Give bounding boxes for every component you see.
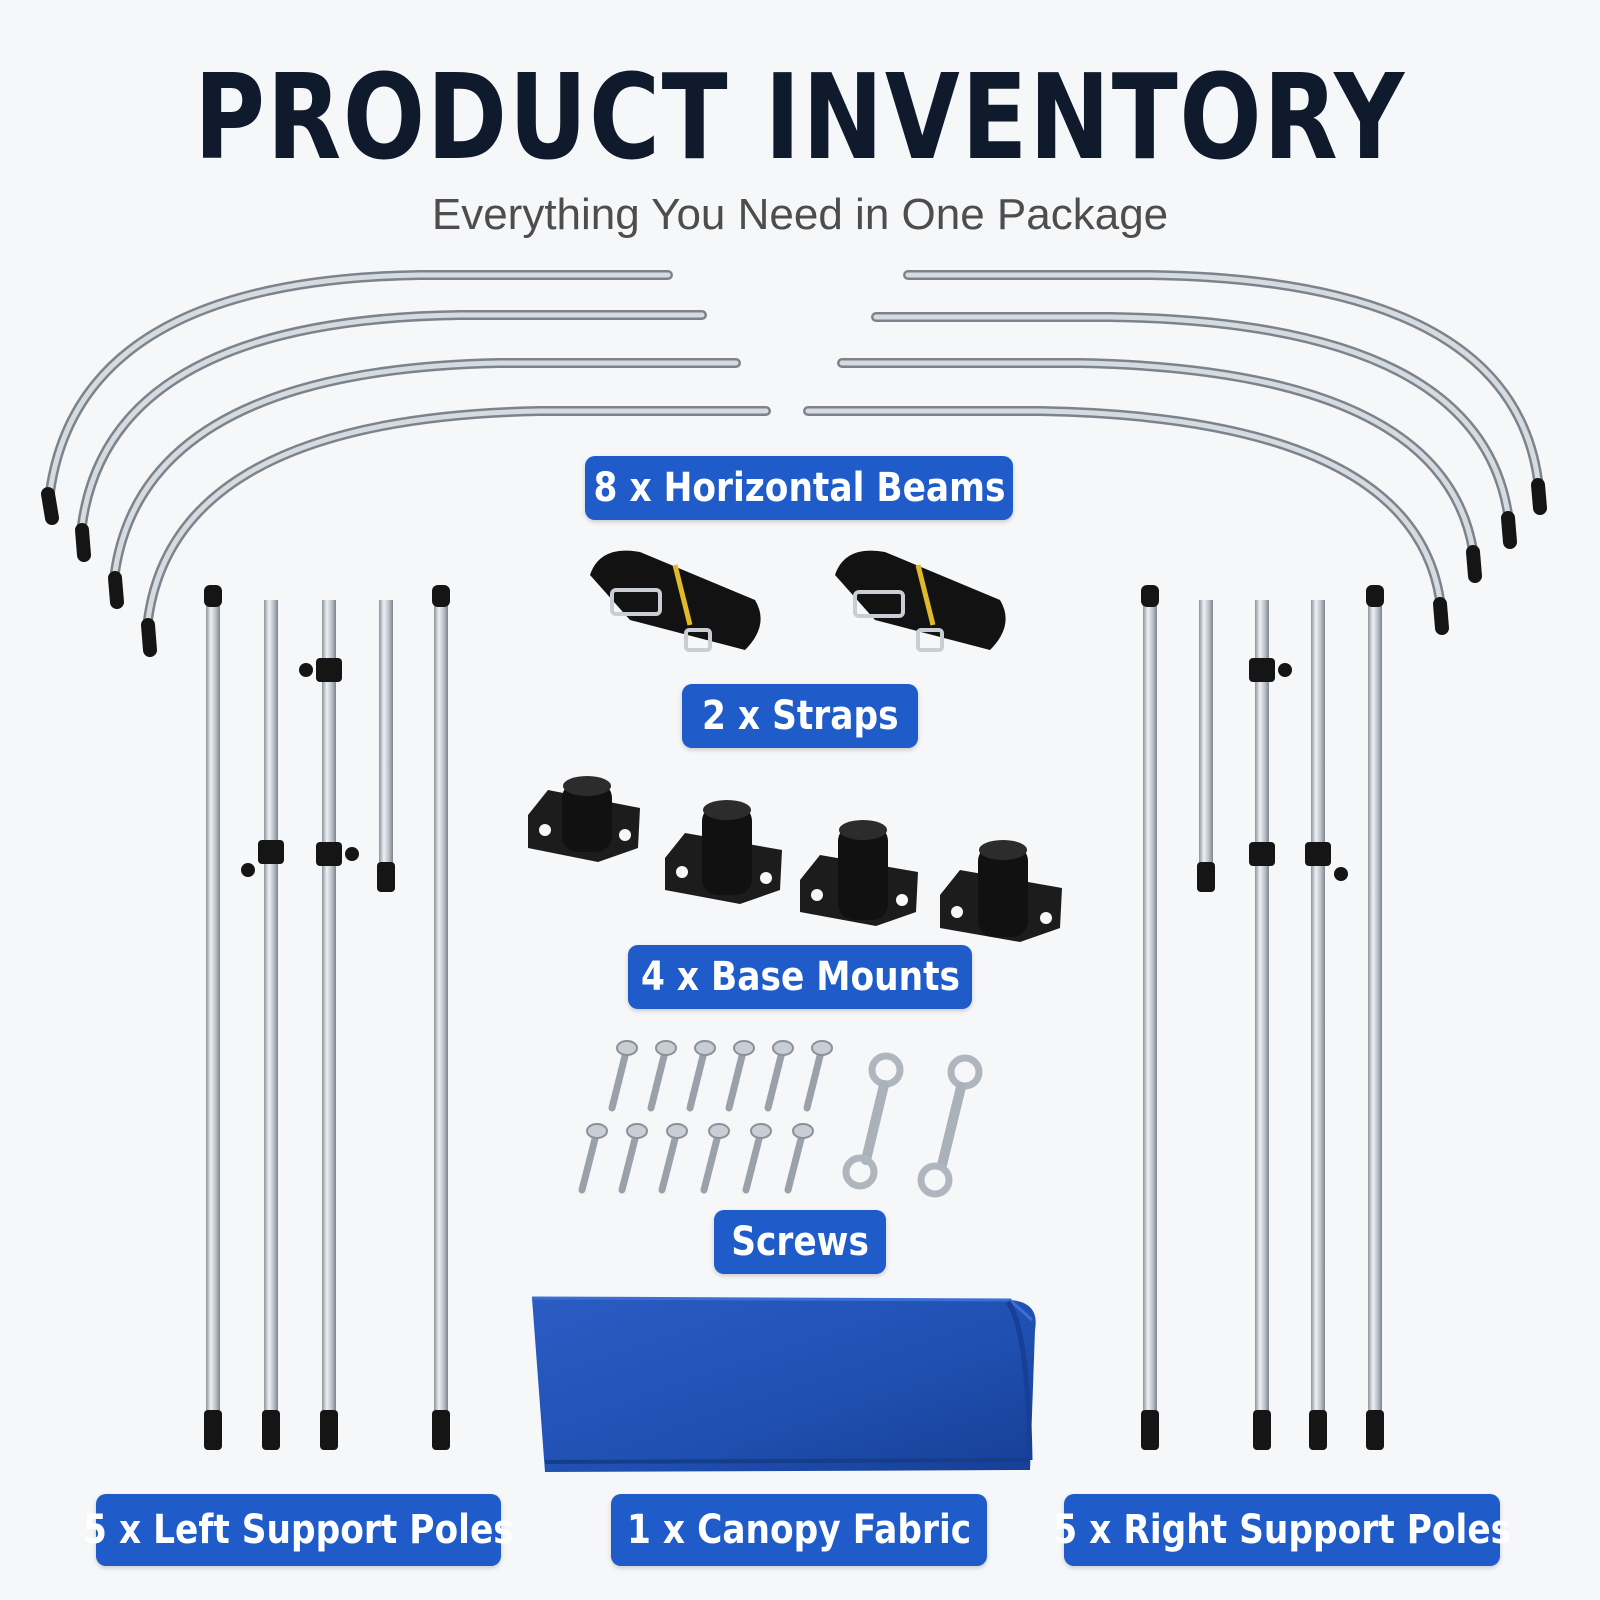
beam [75, 310, 707, 562]
base-mount [528, 776, 640, 862]
left-support-poles [204, 585, 450, 1450]
screw [647, 1040, 677, 1112]
support-pole [299, 600, 359, 1450]
badge-left-support-poles: 5 x Left Support Poles [83, 1494, 514, 1566]
strap [835, 550, 1006, 652]
screw [803, 1040, 833, 1112]
badge-straps: 2 x Straps [682, 684, 918, 748]
support-pole [1141, 585, 1159, 1450]
badge-horizontal-beams: 8 x Horizontal Beams [585, 456, 1013, 520]
screw [658, 1123, 688, 1194]
eye-bolt [917, 1054, 983, 1198]
badge-base-mounts: 4 x Base Mounts [628, 945, 972, 1009]
support-pole [1305, 600, 1348, 1450]
screw [742, 1123, 772, 1194]
badge-label: 1 x Canopy Fabric [626, 1507, 972, 1553]
screws [578, 1040, 983, 1198]
base-mount [800, 820, 918, 926]
badge-screws: Screws [714, 1210, 886, 1274]
badge-right-support-poles: 5 x Right Support Poles [1053, 1494, 1511, 1566]
horizontal-beams-right [803, 270, 1547, 635]
support-pole [377, 600, 395, 892]
support-pole [432, 585, 450, 1450]
beam [108, 358, 741, 609]
badge-label: Screws [731, 1219, 869, 1265]
badge-label: 8 x Horizontal Beams [593, 465, 1005, 511]
screw [608, 1040, 638, 1112]
screw [618, 1123, 648, 1194]
beam [141, 406, 771, 657]
screw [764, 1040, 794, 1112]
screw [700, 1123, 730, 1194]
badge-label: 5 x Left Support Poles [83, 1507, 514, 1553]
beam [903, 270, 1547, 515]
canopy-fabric [531, 1296, 1036, 1472]
beam [871, 312, 1517, 549]
badge-label: 5 x Right Support Poles [1053, 1507, 1511, 1553]
support-pole [241, 600, 284, 1450]
badge-label: 4 x Base Mounts [640, 954, 960, 1000]
badge-canopy-fabric: 1 x Canopy Fabric [611, 1494, 987, 1566]
base-mount [940, 840, 1062, 942]
strap [590, 550, 761, 652]
page-title: PRODUCT INVENTORY [194, 48, 1406, 186]
beam [837, 358, 1482, 583]
screw [686, 1040, 716, 1112]
base-mount [665, 800, 782, 904]
eye-bolt [842, 1052, 904, 1190]
horizontal-beams-left [41, 270, 771, 657]
right-support-poles [1141, 585, 1384, 1450]
screw [725, 1040, 755, 1112]
beam [41, 270, 673, 525]
support-pole [1366, 585, 1384, 1450]
straps [590, 550, 1006, 652]
support-pole [1197, 600, 1215, 892]
beam [803, 406, 1449, 635]
support-pole [204, 585, 222, 1450]
screw [784, 1123, 814, 1194]
badge-label: 2 x Straps [701, 693, 899, 739]
screw [578, 1123, 608, 1194]
page-subtitle: Everything You Need in One Package [431, 190, 1169, 239]
support-pole [1249, 600, 1292, 1450]
base-mounts [528, 776, 1062, 942]
